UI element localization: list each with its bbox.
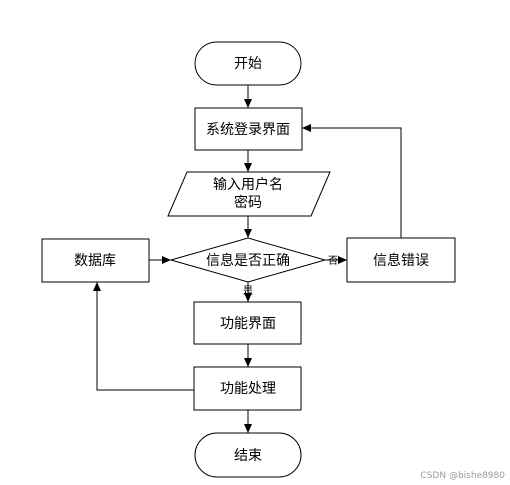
start-node: 开始 [194, 41, 302, 86]
login-screen-label: 系统登录界面 [206, 122, 290, 138]
check-label: 信息是否正确 [206, 252, 290, 269]
end-node: 结束 [194, 432, 302, 478]
yes-label: 是 [243, 285, 253, 297]
database-label: 数据库 [74, 253, 116, 269]
check-node: 信息是否正确 [169, 237, 327, 283]
no-label: 否 [328, 255, 338, 267]
edge-error-login [302, 124, 402, 238]
input-label-line1: 输入用户名 [213, 176, 283, 193]
input-node: 输入用户名 密码 [167, 171, 331, 217]
database-node: 数据库 [41, 238, 150, 283]
login-screen-node: 系统登录界面 [194, 107, 303, 151]
start-label: 开始 [234, 56, 262, 72]
function-process-node: 功能处理 [193, 366, 302, 411]
function-screen-label: 功能界面 [220, 316, 276, 332]
end-label: 结束 [234, 448, 262, 464]
function-screen-node: 功能界面 [193, 301, 302, 345]
function-process-label: 功能处理 [220, 381, 276, 397]
error-node: 信息错误 [346, 237, 456, 283]
input-label-line2: 密码 [234, 194, 262, 211]
edge-process-database [93, 282, 194, 391]
watermark: CSDN @bishe8980 [420, 471, 505, 481]
error-label: 信息错误 [373, 252, 429, 269]
